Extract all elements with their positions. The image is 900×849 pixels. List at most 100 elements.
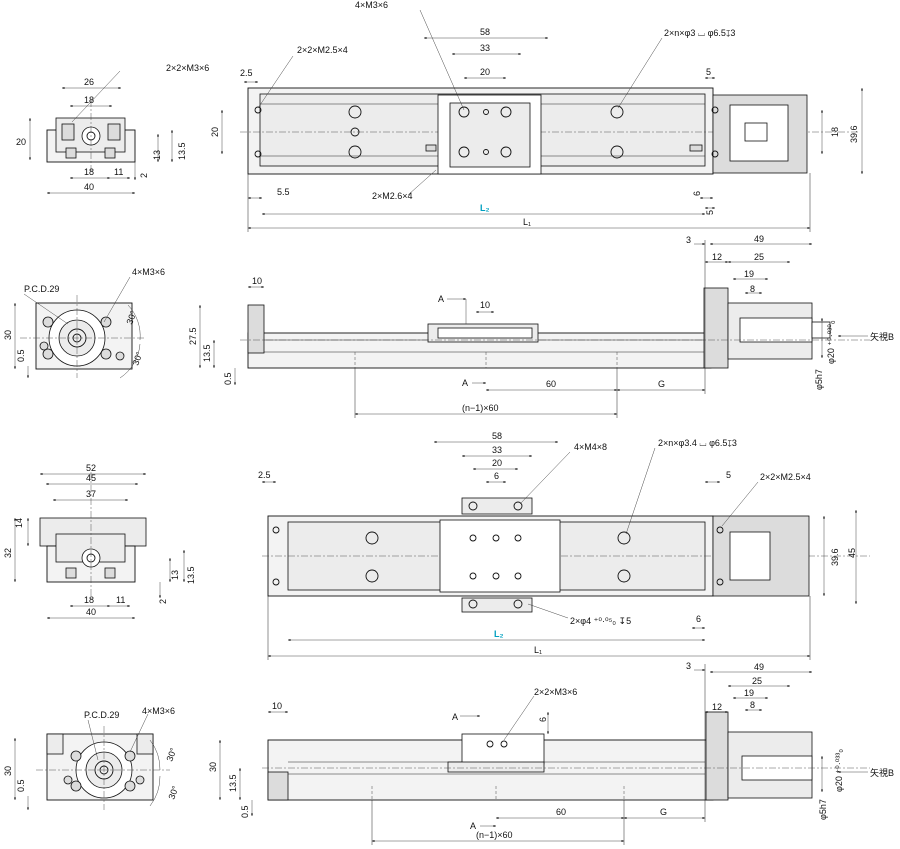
v2s-d0-5: 0.5 [240,805,250,818]
v1-end-view: 26 18 20 13 13.5 2 18 11 40 2×2×M3×6 [16,63,209,195]
v1e-d26: 26 [84,77,94,87]
v1e-d18: 18 [84,95,94,105]
v2s-A-bot: A [470,821,476,831]
v1f-pcd: P.C.D.29 [24,284,59,294]
v2e-d32: 32 [3,548,13,558]
v1t-d5-5: 5.5 [277,187,290,197]
v2t-d33: 33 [492,445,502,455]
v1t-d18: 18 [830,127,840,137]
v2f-d0-5: 0.5 [16,779,26,792]
v2t-d6b: 6 [696,614,701,624]
v2t-d45: 45 [847,548,857,558]
v1e-d11: 11 [114,167,123,177]
v1-side-view: 10 27.5 13.5 0.5 A 10 A 60 G (n−1)×60 3 … [188,234,894,418]
v2e-d2: 2 [158,599,168,604]
v1s-d27-5: 27.5 [188,327,198,345]
v2t-L1: L₁ [534,645,542,655]
v1s-d8: 8 [750,284,755,294]
v1t-d20-left: 20 [210,127,220,137]
v2t-m4x8: 4×M4×8 [574,442,607,452]
v1s-d3: 3 [686,235,691,245]
v2s-d6: 6 [538,717,548,722]
v2t-d20: 20 [492,458,502,468]
v2e-d37: 37 [86,489,96,499]
v1s-d10: 10 [252,276,262,286]
v2s-d60: 60 [556,807,566,817]
v1f-a30b: 30° [130,350,144,367]
v1t-m25x4: 2×2×M2.5×4 [297,45,348,55]
v1s-d0-5: 0.5 [223,372,233,385]
v1s-A-bot: A [462,378,468,388]
v1t-d2-5: 2.5 [240,68,253,78]
v1e-d13: 13 [152,150,162,160]
v1-top-view: 58 33 20 4×M3×6 2×n×φ3 ⌴ φ6.5↧3 5 2×2×M2… [210,0,864,232]
v2f-m3x6: 4×M3×6 [142,706,175,716]
v2f-a30a: 30° [164,746,178,763]
v2t-d6: 6 [494,471,499,481]
v1s-G: G [658,379,665,389]
v2t-thru-hole: 2×n×φ3.4 ⌴ φ6.5↧3 [658,438,737,448]
v2e-d13: 13 [170,570,180,580]
v2t-d58: 58 [492,431,502,441]
v1f-d30: 30 [3,330,13,340]
v1f-d0-5: 0.5 [16,349,26,362]
v1s-d12: 12 [712,252,722,262]
v1s-d49: 49 [754,234,764,244]
v2t-d39-6: 39.6 [830,548,840,566]
v1t-d39-6: 39.6 [849,125,859,143]
v1f-m3x6: 4×M3×6 [132,267,165,277]
v1e-d20: 20 [16,137,26,147]
v1s-A-top: A [438,294,444,304]
v1s-view-b: 矢視B [870,331,894,342]
v2s-A-top: A [452,712,458,722]
v2s-d49: 49 [754,662,764,672]
v2t-d2-5: 2.5 [258,470,271,480]
v1s-d19: 19 [744,269,754,279]
v2f-a30b: 30° [166,784,180,801]
v2-side-view: 10 2×2×M3×6 6 A 30 13.5 0.5 60 G A (n−1)… [208,661,894,845]
v2s-d12: 12 [712,702,722,712]
v2e-d45: 45 [86,473,96,483]
v1s-d10b: 10 [480,300,490,310]
v1s-n60: (n−1)×60 [462,403,499,413]
v1t-d5: 5 [706,67,711,77]
v2f-pcd: P.C.D.29 [84,710,119,720]
v1e-d2: 2 [139,173,149,178]
v1t-thru-hole: 2×n×φ3 ⌴ φ6.5↧3 [664,28,735,38]
v2s-d25: 25 [752,676,762,686]
v2s-d30: 30 [208,762,218,772]
v2s-d5h7: φ5h7 [818,799,828,820]
v1t-L1: L₁ [523,217,531,227]
v1e-m3x6: 2×2×M3×6 [166,63,209,73]
v2e-d40: 40 [86,607,96,617]
v2t-L2: L₂ [494,629,504,639]
v2-top-view: 58 33 20 6 4×M4×8 2×n×φ3.4 ⌴ φ6.5↧3 2.5 … [258,431,870,660]
v2t-d5: 5 [726,470,731,480]
v2s-view-b: 矢視B [870,767,894,778]
v2e-d18: 18 [84,595,94,605]
v1t-d20: 20 [480,67,490,77]
v2-flange-view: 30° 30° P.C.D.29 4×M3×6 30 0.5 [3,706,181,811]
v1t-d33: 33 [480,43,490,53]
v1s-d60: 60 [546,379,556,389]
v2s-shaft: φ20 ⁺⁰·⁰³³₀ [834,749,844,792]
v1t-m3x6: 4×M3×6 [355,0,388,10]
v1s-shaft: φ20 ⁺⁰·⁰³⁰₀ [826,320,836,364]
v1s-d13-5: 13.5 [202,344,212,362]
v2s-m3x6: 2×2×M3×6 [534,687,577,697]
v2s-d10: 10 [272,701,282,711]
v2t-pin: 2×φ4 ⁺⁰·⁰⁵₀ ↧5 [570,616,631,626]
v2-end-view: 52 45 37 14 32 13 13.5 2 18 11 40 [3,463,196,620]
v1f-a30a: 30° [124,309,138,326]
v2e-d11: 11 [116,595,125,605]
v2s-n60: (n−1)×60 [476,830,513,840]
v1t-L2: L₂ [480,203,490,213]
v1t-d6: 6 [692,191,702,196]
v2e-d13-5: 13.5 [186,566,196,584]
v2e-d52: 52 [86,463,96,473]
v1e-d13-5: 13.5 [177,142,187,160]
v2s-G: G [660,807,667,817]
v2f-d30: 30 [3,766,13,776]
v1t-d5b: 5 [705,210,715,215]
